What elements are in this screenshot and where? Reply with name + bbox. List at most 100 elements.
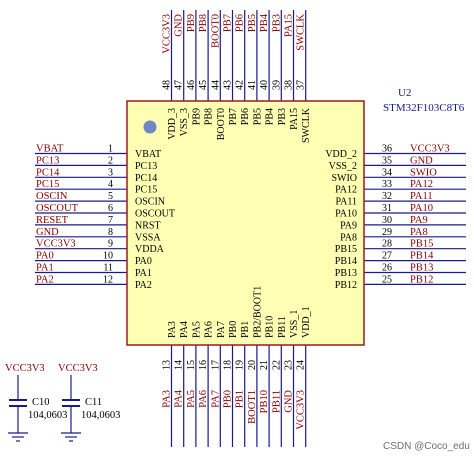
cap-designator: C11 <box>85 397 102 408</box>
net-label: PA12 <box>410 179 433 190</box>
net-label: PA15 <box>284 14 295 37</box>
pin-number: 36 <box>382 144 392 155</box>
cap-supply-net-label: VCC3V3 <box>58 363 98 374</box>
pin-number: 11 <box>103 263 113 274</box>
net-label: PB8 <box>198 14 209 32</box>
net-label: BOOT1 <box>247 390 258 424</box>
net-label: PB0 <box>223 390 234 408</box>
net-label: VCC3V3 <box>410 144 450 155</box>
pin-number: 41 <box>247 80 258 90</box>
pin-name: VDD_1 <box>301 306 312 338</box>
pin-name: PB6 <box>240 108 251 125</box>
pin-number: 43 <box>223 80 234 90</box>
pin-name: PB15 <box>335 244 357 255</box>
net-label: PA1 <box>36 263 54 274</box>
pin-number: 29 <box>382 227 392 238</box>
cap-value: 104,0603 <box>81 410 120 421</box>
pin-name: PB4 <box>265 108 276 125</box>
pin-number: 25 <box>382 274 392 285</box>
chip-designator: U2 <box>398 87 411 99</box>
pin-name: PB9 <box>191 108 202 125</box>
pin-name: PC15 <box>135 185 157 196</box>
pin-number: 40 <box>259 80 270 90</box>
pin-number: 4 <box>108 179 113 190</box>
pin-number: 16 <box>198 360 209 370</box>
pin-name: VSS_3 <box>179 108 190 136</box>
pin-number: 27 <box>382 251 392 262</box>
pin-number: 30 <box>382 215 392 226</box>
net-label: VBAT <box>36 144 64 155</box>
pin1-marker-dot <box>143 120 157 134</box>
pin-number: 48 <box>162 80 173 90</box>
net-label: PC13 <box>36 155 59 166</box>
net-label: PB6 <box>235 14 246 32</box>
pin-name: PB5 <box>252 108 263 125</box>
net-label: PB12 <box>410 274 433 285</box>
net-label: GND <box>36 227 59 238</box>
pin-name: PA11 <box>336 197 358 208</box>
pin-number: 34 <box>382 167 392 178</box>
net-label: PA6 <box>198 390 209 408</box>
net-label: PB7 <box>223 14 234 32</box>
net-label: PA5 <box>186 390 197 408</box>
cap-designator: C10 <box>32 397 50 408</box>
pin-name: PA4 <box>179 321 190 338</box>
net-label: PC14 <box>36 167 60 178</box>
net-label: PA8 <box>410 227 428 238</box>
pin-number: 14 <box>174 360 185 370</box>
pin-number: 23 <box>284 360 295 370</box>
watermark: CSDN @Coco_edu <box>383 441 470 452</box>
net-label: PA10 <box>410 203 433 214</box>
pin-number: 44 <box>210 80 221 90</box>
net-label: PB14 <box>410 251 434 262</box>
pin-number: 12 <box>103 274 113 285</box>
net-label: PC15 <box>36 179 59 190</box>
pin-number: 47 <box>174 80 185 90</box>
pin-name: VDDA <box>135 244 165 255</box>
net-label: GND <box>284 390 295 413</box>
pin-number: 22 <box>271 360 282 370</box>
cap-value: 104,0603 <box>28 410 67 421</box>
pin-name: PB14 <box>335 256 357 267</box>
pin-name: PA8 <box>340 232 357 243</box>
pin-name: PA7 <box>216 321 227 338</box>
pin-name: PC14 <box>135 173 157 184</box>
net-label: GND <box>174 14 185 37</box>
net-label: PA9 <box>410 215 428 226</box>
pin-name: PA2 <box>135 280 152 291</box>
pin-number: 32 <box>382 191 392 202</box>
pin-name: PB12 <box>335 280 357 291</box>
pin-number: 21 <box>259 360 270 370</box>
pin-number: 15 <box>186 360 197 370</box>
pin-name: SWIO <box>331 173 357 184</box>
pin-number: 19 <box>235 360 246 370</box>
pin-number: 20 <box>247 360 258 370</box>
net-label: OSCOUT <box>36 203 79 214</box>
pin-name: PA5 <box>191 321 202 338</box>
net-label: PB5 <box>247 14 258 32</box>
chip-part-number: STM32F103C8T6 <box>383 102 465 114</box>
net-label: PB15 <box>410 239 433 250</box>
net-label: PA3 <box>162 390 173 408</box>
pin-name: PA1 <box>135 268 152 279</box>
net-label: PB3 <box>271 14 282 32</box>
net-label: BOOT0 <box>210 14 221 48</box>
pin-number: 18 <box>223 360 234 370</box>
pin-name: VSSA <box>135 232 161 243</box>
pin-name: VDD_2 <box>325 149 357 160</box>
net-label: PA4 <box>174 389 185 407</box>
pin-number: 10 <box>103 251 113 262</box>
net-label: VCC3V3 <box>162 14 173 54</box>
pin-name: PB2/BOOT1 <box>252 286 263 338</box>
pin-name: OSCIN <box>135 197 165 208</box>
wires-layer <box>8 10 466 447</box>
pin-name: PC13 <box>135 161 157 172</box>
pin-number: 46 <box>186 80 197 90</box>
net-label: OSCIN <box>36 191 68 202</box>
pin-number: 45 <box>198 80 209 90</box>
pin-name: PB10 <box>265 316 276 338</box>
pin-number: 17 <box>210 360 221 370</box>
pin-name: PB8 <box>204 108 215 125</box>
pin-name: PB13 <box>335 268 357 279</box>
pin-name: PA0 <box>135 256 152 267</box>
